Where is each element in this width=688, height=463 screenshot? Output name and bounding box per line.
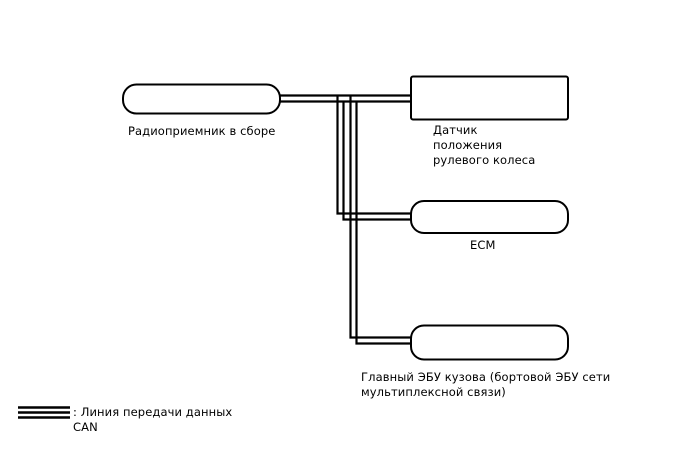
bus-branch-to-main-body-ecu <box>349 96 416 345</box>
bus-branch-to-ecm <box>336 96 416 221</box>
legend-label-line1: : Линия передачи данных <box>73 405 233 419</box>
node-box-main-body-ecu <box>410 324 569 361</box>
label-steering-angle-sensor-line1: Датчик <box>433 123 478 137</box>
node-box-ecm <box>410 200 569 234</box>
bus-segment-radio-to-steering <box>278 94 416 103</box>
legend-can-line-symbol <box>18 406 70 419</box>
label-steering-angle-sensor-line3: рулевого колеса <box>433 153 536 167</box>
label-radio-receiver: Радиоприемник в сборе <box>128 124 276 138</box>
legend-label-line2: CAN <box>73 420 98 434</box>
label-ecm: ECM <box>470 238 496 252</box>
label-main-body-ecu-line1: Главный ЭБУ кузова (бортовой ЭБУ сети <box>361 370 611 384</box>
node-box-steering-angle-sensor <box>410 75 569 121</box>
label-steering-angle-sensor-line2: положения <box>433 138 503 152</box>
node-box-radio-receiver <box>122 83 281 115</box>
can-bus-lines <box>278 94 416 345</box>
label-main-body-ecu-line2: мультиплексной связи) <box>361 385 506 399</box>
